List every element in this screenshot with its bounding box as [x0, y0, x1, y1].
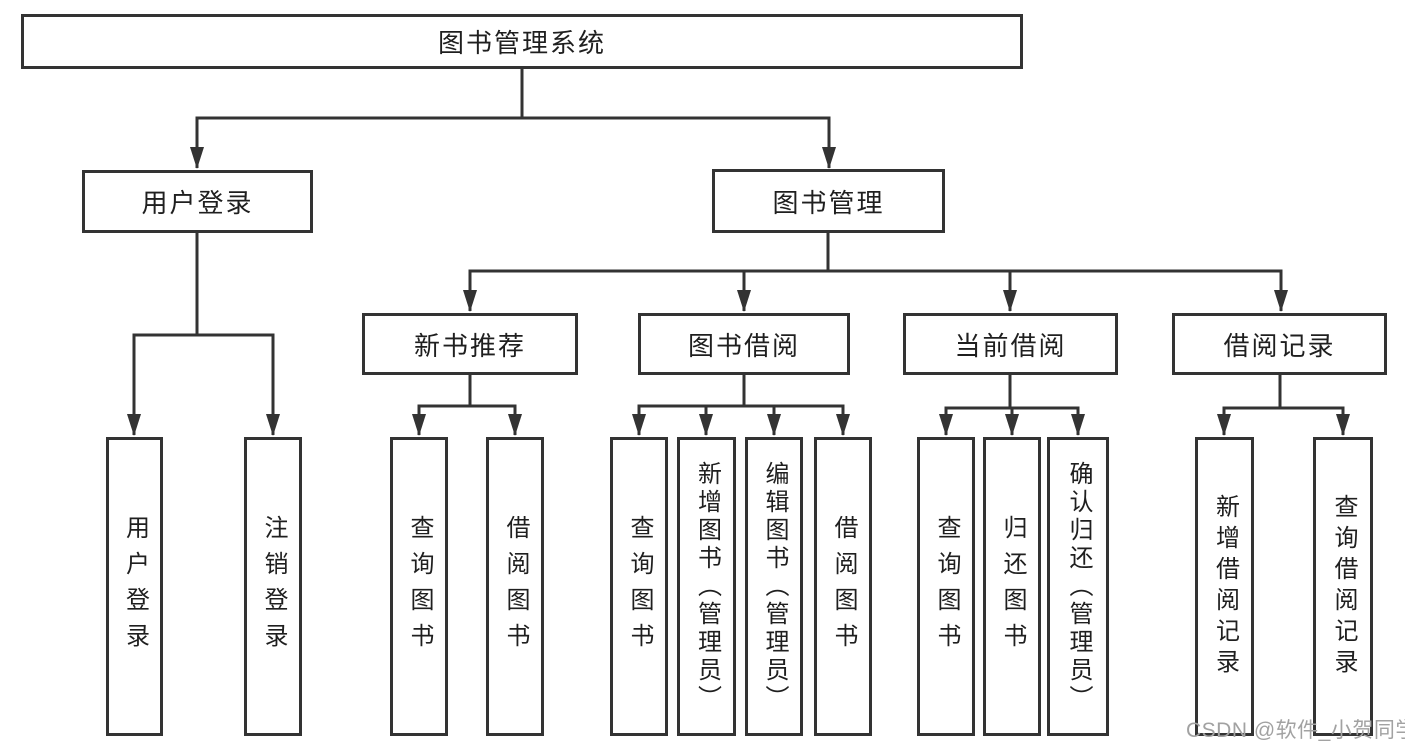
leaf-label: 借阅图书	[830, 514, 857, 659]
node-label: 用户登录	[141, 188, 254, 218]
leaf-query-books-1: 查询图书	[390, 437, 448, 736]
leaf-return-books: 归还图书	[983, 437, 1041, 736]
node-current-borrow: 当前借阅	[903, 313, 1118, 375]
leaf-label: 注销登录	[260, 514, 287, 659]
node-book-borrow: 图书借阅	[638, 313, 850, 375]
leaf-label: 新增图书（管理员）	[693, 460, 721, 713]
node-borrow-records: 借阅记录	[1172, 313, 1387, 375]
leaf-label: 借阅图书	[502, 514, 529, 659]
leaf-borrow-books-1: 借阅图书	[486, 437, 544, 736]
leaf-query-borrow-record: 查询借阅记录	[1313, 437, 1373, 736]
node-label: 借阅记录	[1223, 330, 1336, 361]
node-label: 图书管理系统	[437, 28, 606, 58]
node-label: 新书推荐	[413, 330, 526, 361]
leaf-add-books-admin: 新增图书（管理员）	[677, 437, 736, 736]
leaf-logout: 注销登录	[244, 437, 302, 736]
node-label: 图书借阅	[687, 330, 800, 361]
leaf-label: 用户登录	[121, 514, 149, 659]
leaf-label: 查询借阅记录	[1330, 493, 1357, 680]
node-label: 当前借阅	[954, 330, 1067, 361]
leaf-query-books-3: 查询图书	[917, 437, 975, 736]
leaf-query-books-2: 查询图书	[610, 437, 668, 736]
leaf-label: 查询图书	[406, 514, 433, 659]
node-book-management: 图书管理	[712, 169, 945, 233]
node-user-login: 用户登录	[82, 170, 313, 233]
csdn-watermark: CSDN @软件_小贺同学	[1186, 719, 1405, 742]
leaf-confirm-return-admin: 确认归还（管理员）	[1047, 437, 1109, 736]
node-library-system: 图书管理系统	[21, 14, 1023, 69]
leaf-label: 新增借阅记录	[1211, 493, 1239, 680]
leaf-borrow-books-2: 借阅图书	[814, 437, 872, 736]
leaf-label: 编辑图书（管理员）	[761, 460, 788, 713]
leaf-user-login: 用户登录	[106, 437, 163, 736]
leaf-label: 归还图书	[999, 514, 1026, 659]
leaf-label: 确认归还（管理员）	[1065, 460, 1092, 713]
leaf-add-borrow-record: 新增借阅记录	[1195, 437, 1254, 736]
leaf-label: 查询图书	[626, 514, 653, 659]
leaf-edit-books-admin: 编辑图书（管理员）	[745, 437, 803, 736]
node-label: 图书管理	[772, 187, 885, 218]
node-new-book-recommend: 新书推荐	[362, 313, 578, 375]
leaf-label: 查询图书	[933, 514, 960, 659]
